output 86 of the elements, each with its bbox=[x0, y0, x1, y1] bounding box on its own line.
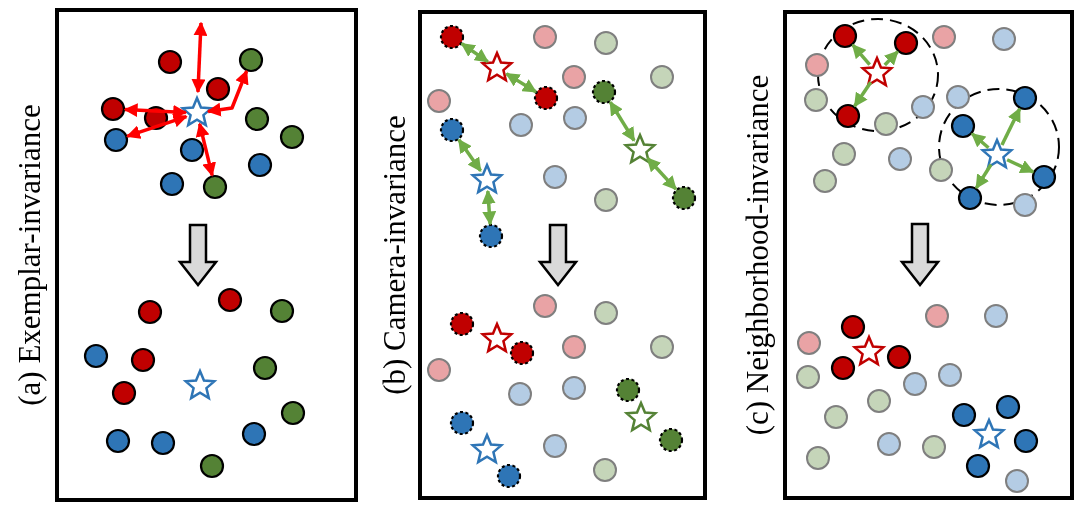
feature-point bbox=[498, 465, 520, 487]
star-marker bbox=[625, 402, 657, 434]
feature-point bbox=[159, 51, 181, 73]
arrow bbox=[1006, 158, 1035, 174]
feature-point bbox=[997, 396, 1019, 418]
star-marker bbox=[471, 434, 503, 466]
block-arrow bbox=[537, 223, 579, 288]
arrow bbox=[126, 113, 188, 139]
panel-title: (b) Camera-invariance bbox=[377, 115, 413, 395]
feature-point bbox=[1033, 166, 1055, 188]
feature-point bbox=[1014, 87, 1036, 109]
star-marker bbox=[481, 52, 513, 84]
feature-point bbox=[246, 108, 268, 130]
arrow bbox=[505, 72, 537, 94]
feature-point bbox=[207, 78, 229, 100]
feature-point bbox=[181, 139, 203, 161]
feature-point bbox=[152, 432, 174, 454]
feature-point bbox=[107, 430, 129, 452]
feature-point bbox=[837, 105, 859, 127]
feature-point bbox=[145, 107, 167, 129]
feature-point bbox=[161, 173, 183, 195]
feature-point bbox=[201, 455, 223, 477]
feature-point bbox=[271, 300, 293, 322]
block-arrow bbox=[177, 223, 219, 288]
arrow bbox=[206, 69, 249, 117]
feature-point bbox=[113, 382, 135, 404]
feature-point bbox=[204, 176, 226, 198]
arrow bbox=[123, 103, 188, 119]
arrow bbox=[195, 122, 216, 177]
feature-point bbox=[660, 429, 682, 451]
feature-point bbox=[243, 423, 265, 445]
feature-point bbox=[240, 49, 262, 71]
feature-point bbox=[281, 126, 303, 148]
feature-point bbox=[832, 357, 854, 379]
star-marker bbox=[184, 370, 216, 402]
star-marker bbox=[861, 57, 893, 89]
panel-title: (a) Exemplar-invariance bbox=[12, 104, 48, 406]
feature-point bbox=[105, 129, 127, 151]
panel-title: (c) Neighborhood-invariance bbox=[740, 74, 776, 436]
feature-point bbox=[139, 301, 161, 323]
feature-point bbox=[249, 154, 271, 176]
feature-point bbox=[480, 225, 502, 247]
arrow bbox=[457, 138, 482, 172]
feature-point bbox=[282, 402, 304, 424]
feature-point bbox=[593, 81, 615, 103]
feature-point bbox=[102, 98, 124, 120]
feature-point bbox=[888, 346, 910, 368]
feature-point bbox=[842, 316, 864, 338]
feature-point bbox=[953, 404, 975, 426]
arrow bbox=[481, 189, 497, 226]
feature-point bbox=[617, 379, 639, 401]
feature-point bbox=[959, 187, 981, 209]
feature-point bbox=[967, 455, 989, 477]
star-marker bbox=[471, 164, 503, 196]
feature-point bbox=[535, 87, 557, 109]
feature-point bbox=[895, 32, 917, 54]
star-marker bbox=[981, 139, 1013, 171]
arrow bbox=[1000, 107, 1022, 146]
feature-point bbox=[511, 342, 533, 364]
feature-point bbox=[451, 313, 473, 335]
arrow bbox=[460, 42, 489, 64]
feature-point bbox=[441, 26, 463, 48]
star-marker bbox=[973, 419, 1005, 451]
arrow bbox=[851, 43, 871, 66]
feature-point bbox=[952, 115, 974, 137]
arrow bbox=[191, 21, 208, 94]
feature-point bbox=[254, 357, 276, 379]
arrow bbox=[974, 163, 993, 189]
star-marker bbox=[181, 97, 213, 129]
feature-point bbox=[834, 25, 856, 47]
feature-point bbox=[132, 349, 154, 371]
feature-point bbox=[441, 119, 463, 141]
arrow bbox=[853, 81, 873, 108]
feature-point bbox=[219, 289, 241, 311]
star-marker bbox=[853, 336, 885, 368]
arrow bbox=[646, 157, 678, 191]
arrow bbox=[608, 101, 636, 142]
star-marker bbox=[624, 134, 656, 166]
feature-point bbox=[673, 187, 695, 209]
arrow bbox=[971, 132, 990, 150]
feature-point bbox=[1015, 430, 1037, 452]
feature-point bbox=[451, 412, 473, 434]
arrow bbox=[883, 50, 899, 67]
star-marker bbox=[481, 323, 513, 355]
block-arrow bbox=[899, 222, 941, 288]
feature-point bbox=[85, 345, 107, 367]
